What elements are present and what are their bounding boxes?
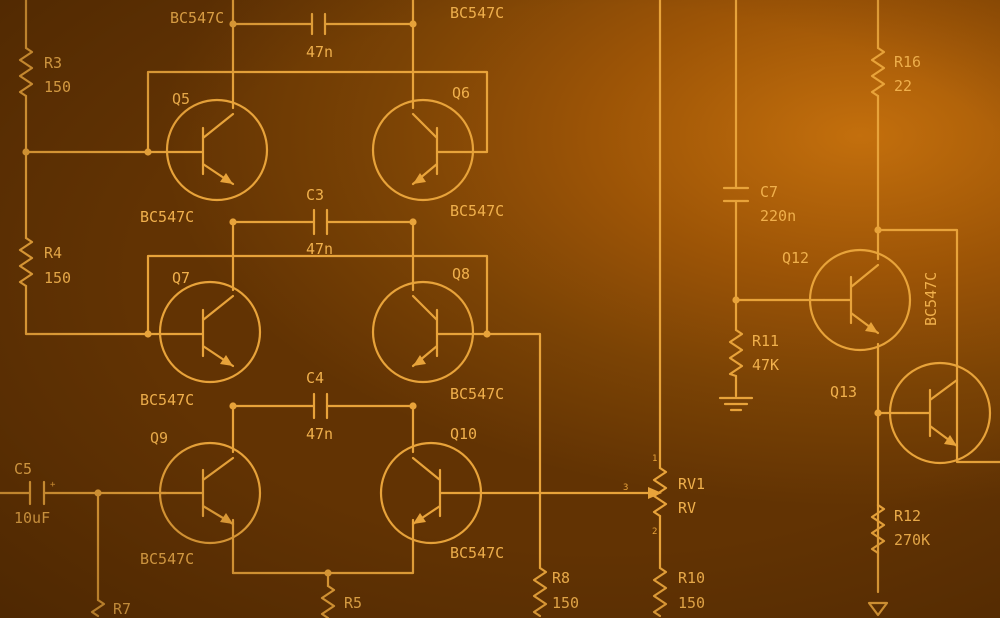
transistor-q6 [371,98,475,202]
q9-part: BC547C [140,550,194,568]
resistor-r11 [728,328,744,378]
c7-ref: C7 [760,183,778,201]
r5-ref: R5 [344,594,362,612]
junction-dots [22,20,882,577]
q7-part: BC547C [140,391,194,409]
q6-ref: Q6 [452,84,470,102]
wires [0,0,1000,602]
transistor-q13 [888,361,992,465]
resistor-r7 [90,598,106,618]
svg-text:3: 3 [623,483,628,493]
q7-ref: Q7 [172,269,190,287]
q9-ref: Q9 [150,429,168,447]
q10-part: BC547C [450,544,504,562]
resistor-r10 [652,566,668,618]
q12-part: BC547C [922,272,940,326]
c5-value: 10uF [14,509,50,527]
q5-ref: Q5 [172,90,190,108]
r8-ref: R8 [552,569,570,587]
r12-value: 270K [894,531,930,549]
q13-ref: Q13 [830,383,857,401]
resistor-r3 [18,46,34,98]
transistor-q7 [158,280,262,384]
potentiometer-rv1: 1 2 3 [623,454,668,537]
r10-value: 150 [678,594,705,612]
transistor-q12 [808,248,912,352]
labels: BC547C BC547C 47n R3 150 R4 150 Q5 BC547… [14,4,940,618]
rv1-ref: RV1 [678,475,705,493]
r7-ref: R7 [113,600,131,618]
part-label-top-left: BC547C [170,9,224,27]
q12-ref: Q12 [782,249,809,267]
r3-ref: R3 [44,54,62,72]
r11-value: 47K [752,356,779,374]
c3-value: 47n [306,240,333,258]
transistor-q9 [158,441,262,545]
resistor-r12 [870,503,886,555]
r8-value: 150 [552,594,579,612]
transistor-q10 [379,441,483,545]
q8-part: BC547C [450,385,504,403]
q6-part: BC547C [450,202,504,220]
cap-top-value: 47n [306,43,333,61]
capacitor-c3 [312,208,329,236]
q5-part: BC547C [140,208,194,226]
r3-value: 150 [44,78,71,96]
c4-value: 47n [306,425,333,443]
resistor-r16 [870,46,886,98]
capacitor-c7 [722,186,750,203]
svg-text:+: + [50,480,56,490]
c3-ref: C3 [306,186,324,204]
capacitor-c4 [312,392,329,420]
r4-value: 150 [44,269,71,287]
r16-value: 22 [894,77,912,95]
r12-ref: R12 [894,507,921,525]
resistor-r8 [532,566,548,618]
resistor-r4 [18,236,34,288]
r11-ref: R11 [752,332,779,350]
q10-ref: Q10 [450,425,477,443]
r4-ref: R4 [44,244,62,262]
capacitor-c5: + [28,480,56,506]
ground-symbol [718,396,754,412]
c4-ref: C4 [306,369,324,387]
resistor-r5 [320,584,336,618]
c5-ref: C5 [14,460,32,478]
svg-text:1: 1 [652,454,657,464]
q8-ref: Q8 [452,265,470,283]
capacitor-top [310,12,327,36]
transistor-q5 [164,98,269,202]
transistor-q8 [371,280,475,384]
svg-text:2: 2 [652,527,657,537]
r16-ref: R16 [894,53,921,71]
ground-arrow-symbol [867,601,889,617]
c7-value: 220n [760,207,796,225]
rv1-value: RV [678,499,696,517]
part-label-top-right: BC547C [450,4,504,22]
r10-ref: R10 [678,569,705,587]
